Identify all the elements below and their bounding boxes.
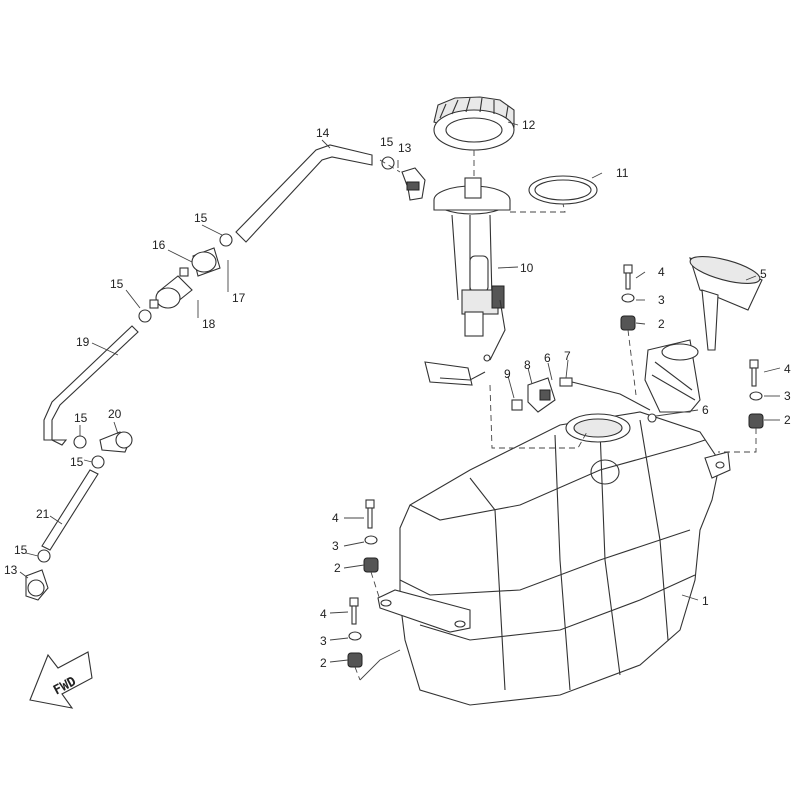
hose-elbow-bottom <box>25 569 49 601</box>
hose-elbow-top <box>401 167 426 201</box>
callout-2: 2 <box>334 561 341 575</box>
callout-2: 2 <box>320 656 327 670</box>
callout-19: 19 <box>76 335 90 349</box>
fuel-hose-21 <box>41 469 99 551</box>
callout-5: 5 <box>760 267 767 281</box>
callout-2: 2 <box>784 413 791 427</box>
callout-18: 18 <box>202 317 216 331</box>
callout-4: 4 <box>658 265 665 279</box>
hose-clamp-mid <box>73 435 87 449</box>
callout-16: 16 <box>152 238 166 252</box>
callout-3: 3 <box>658 293 665 307</box>
callout-10: 10 <box>520 261 534 275</box>
fuel-tank <box>377 411 731 706</box>
leader-lines <box>19 121 781 681</box>
callout-labels: 1 2 2 2 2 3 3 3 3 4 4 4 4 5 6 6 7 8 9 10… <box>4 118 791 670</box>
mount-hardware-left-bottom <box>347 597 363 668</box>
fuel-hose-19 <box>43 325 139 446</box>
callout-15: 15 <box>74 411 88 425</box>
callout-15: 15 <box>194 211 208 225</box>
mount-hardware-right-top <box>620 264 636 331</box>
filler-funnel <box>689 256 763 351</box>
callout-21: 21 <box>36 507 50 521</box>
mount-hardware-right <box>748 359 764 429</box>
callout-9: 9 <box>504 367 511 381</box>
callout-12: 12 <box>522 118 536 132</box>
filter-sleeve <box>191 247 221 277</box>
callout-15: 15 <box>380 135 394 149</box>
fuel-hose-14 <box>235 144 373 243</box>
callout-3: 3 <box>784 389 791 403</box>
callout-13: 13 <box>4 563 18 577</box>
hose-clamp-low <box>91 455 105 469</box>
callout-3: 3 <box>332 539 339 553</box>
callout-1: 1 <box>702 594 709 608</box>
callout-6: 6 <box>702 403 709 417</box>
mount-hardware-left-top <box>363 499 379 573</box>
callout-20: 20 <box>108 407 122 421</box>
callout-15: 15 <box>70 455 84 469</box>
callout-15: 15 <box>14 543 28 557</box>
fwd-arrow-icon: FWD <box>29 651 93 709</box>
hose-clamp-bottom <box>37 549 51 563</box>
callout-15: 15 <box>110 277 124 291</box>
callout-4: 4 <box>784 362 791 376</box>
callout-4: 4 <box>332 511 339 525</box>
filler-pipe <box>644 339 701 413</box>
fuel-pump-assembly <box>424 177 511 386</box>
callout-14: 14 <box>316 126 330 140</box>
callout-4: 4 <box>320 607 327 621</box>
assembly-lines <box>354 150 757 681</box>
fuel-filter <box>149 267 193 309</box>
callout-7: 7 <box>564 349 571 363</box>
callout-11: 11 <box>616 166 629 180</box>
callout-8: 8 <box>524 358 531 372</box>
callout-2: 2 <box>658 317 665 331</box>
callout-13: 13 <box>398 141 412 155</box>
t-fitting <box>99 431 133 453</box>
seal-ring <box>528 175 598 205</box>
callout-17: 17 <box>232 291 246 305</box>
hose-clamp-top <box>138 156 395 323</box>
callout-3: 3 <box>320 634 327 648</box>
callout-6: 6 <box>544 351 551 365</box>
vent-valve-assembly <box>511 377 657 423</box>
lock-ring <box>433 96 515 151</box>
